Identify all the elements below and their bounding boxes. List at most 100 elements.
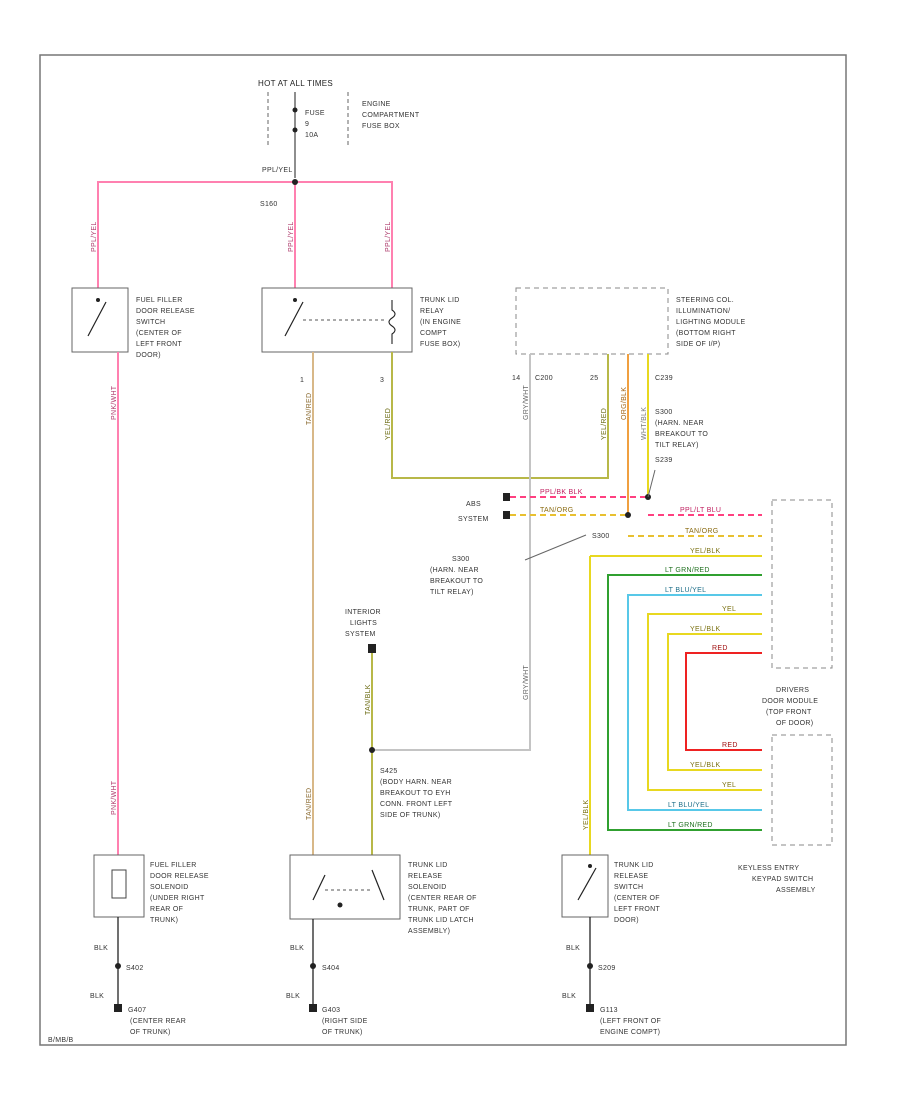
svg-text:OF TRUNK): OF TRUNK) bbox=[322, 1029, 363, 1036]
splice-s209-label: S209 bbox=[598, 965, 616, 972]
svg-text:SIDE OF I/P): SIDE OF I/P) bbox=[676, 341, 720, 348]
fuel-solenoid-box bbox=[93, 854, 145, 918]
svg-text:(IN ENGINE: (IN ENGINE bbox=[420, 319, 461, 326]
svg-text:BREAKOUT TO: BREAKOUT TO bbox=[655, 431, 708, 438]
wire-tanblk-label: TAN/BLK bbox=[365, 684, 372, 715]
abs-system-label: ABS SYSTEM bbox=[458, 501, 489, 523]
svg-text:(HARN. NEAR: (HARN. NEAR bbox=[655, 420, 704, 427]
wire-orgblk-vert: ORG/BLK bbox=[621, 387, 628, 420]
trunk-relay-coil bbox=[388, 300, 396, 344]
svg-text:TILT RELAY): TILT RELAY) bbox=[655, 442, 699, 449]
fusebox-label-3: FUSE BOX bbox=[362, 123, 400, 130]
interior-lights-label: INTERIOR LIGHTS SYSTEM bbox=[345, 609, 381, 638]
svg-text:LIGHTING MODULE: LIGHTING MODULE bbox=[676, 319, 745, 326]
wire-pplyel-2: PPL/YEL bbox=[288, 221, 295, 252]
wire-ylwred-1: YEL/RED bbox=[385, 408, 392, 440]
svg-text:REAR OF: REAR OF bbox=[150, 906, 183, 913]
wire-blk-trunk-2: BLK bbox=[286, 993, 300, 1000]
fuel-solenoid-label: FUEL FILLER DOOR RELEASE SOLENOID (UNDER… bbox=[150, 862, 209, 924]
svg-text:(LEFT FRONT OF: (LEFT FRONT OF bbox=[600, 1018, 661, 1025]
wire-red-top: RED bbox=[712, 645, 728, 652]
svg-text:TRUNK, PART OF: TRUNK, PART OF bbox=[408, 906, 470, 913]
wire-blk-fuel-1: BLK bbox=[94, 945, 108, 952]
steering-module-box bbox=[515, 287, 669, 355]
wire-tanred-1: TAN/RED bbox=[306, 393, 313, 425]
s300-left-leader bbox=[524, 534, 587, 561]
svg-text:G403: G403 bbox=[322, 1007, 340, 1014]
svg-text:OF DOOR): OF DOOR) bbox=[776, 720, 813, 727]
c200-pin-25: 25 bbox=[590, 375, 598, 382]
svg-text:G407: G407 bbox=[128, 1007, 146, 1014]
wire-ppl-bk-label: PPL/BK BLK bbox=[540, 489, 583, 496]
pink-bus bbox=[97, 181, 393, 288]
wire-ltgrn-top: LT GRN/RED bbox=[665, 567, 710, 574]
svg-text:RELAY: RELAY bbox=[420, 308, 444, 315]
wire-ltblu-loop bbox=[627, 594, 762, 811]
svg-text:(BODY HARN. NEAR: (BODY HARN. NEAR bbox=[380, 779, 452, 786]
wire-label-top: PPL/YEL bbox=[262, 167, 293, 174]
s300-right-leader bbox=[647, 469, 656, 498]
wire-yel-top: YEL bbox=[722, 606, 736, 613]
svg-text:S300: S300 bbox=[655, 409, 673, 416]
splice-abs-bottom bbox=[625, 512, 631, 518]
svg-text:(BOTTOM RIGHT: (BOTTOM RIGHT bbox=[676, 330, 736, 337]
trunk-switch-contact bbox=[577, 867, 597, 901]
s300-dot-label: S300 bbox=[592, 533, 610, 540]
fusebox-label-1: ENGINE bbox=[362, 101, 391, 108]
svg-text:DRIVERS: DRIVERS bbox=[776, 687, 809, 694]
interior-lights-connector bbox=[368, 644, 376, 653]
trunk-solenoid-dot bbox=[337, 902, 343, 908]
diagram-frame bbox=[39, 54, 847, 1046]
steering-module-label: STEERING COL. ILLUMINATION/ LIGHTING MOD… bbox=[676, 297, 745, 348]
splice-s404-dot bbox=[310, 963, 316, 969]
wire-ppl-ltblu-label: PPL/LT BLU bbox=[680, 507, 721, 514]
svg-text:ENGINE COMPT): ENGINE COMPT) bbox=[600, 1029, 660, 1036]
svg-text:S425: S425 bbox=[380, 768, 398, 775]
svg-text:(UNDER RIGHT: (UNDER RIGHT bbox=[150, 895, 205, 902]
fuse-terminal-top bbox=[292, 107, 298, 113]
svg-text:S239: S239 bbox=[655, 457, 673, 464]
wire-ltblu-top: LT BLU/YEL bbox=[665, 587, 706, 594]
svg-text:OF TRUNK): OF TRUNK) bbox=[130, 1029, 171, 1036]
s300-right-label: S300 (HARN. NEAR BREAKOUT TO TILT RELAY)… bbox=[655, 409, 708, 464]
svg-text:(HARN. NEAR: (HARN. NEAR bbox=[430, 567, 479, 574]
wire-tanred-2: TAN/RED bbox=[306, 788, 313, 820]
ground-g407-symbol bbox=[114, 1004, 122, 1012]
splice-s402-label: S402 bbox=[126, 965, 144, 972]
svg-text:SYSTEM: SYSTEM bbox=[458, 516, 489, 523]
drivers-door-module-box bbox=[771, 499, 833, 669]
relay-pin-1: 1 bbox=[300, 377, 304, 384]
wire-blk-switch-2: BLK bbox=[562, 993, 576, 1000]
trunk-solenoid-contact-a bbox=[312, 874, 326, 901]
svg-text:LEFT FRONT: LEFT FRONT bbox=[136, 341, 182, 348]
svg-text:ABS: ABS bbox=[466, 501, 481, 508]
svg-text:(CENTER REAR OF: (CENTER REAR OF bbox=[408, 895, 477, 902]
trunk-switch-box bbox=[561, 854, 609, 918]
splice-s160-label: S160 bbox=[260, 201, 278, 208]
wire-ylwblk-bot: YEL/BLK bbox=[690, 762, 721, 769]
svg-text:INTERIOR: INTERIOR bbox=[345, 609, 381, 616]
svg-text:TRUNK LID LATCH: TRUNK LID LATCH bbox=[408, 917, 474, 924]
wire-ylwblk-top: YEL/BLK bbox=[690, 626, 721, 633]
trunk-solenoid-label: TRUNK LID RELEASE SOLENOID (CENTER REAR … bbox=[408, 862, 477, 935]
svg-text:BREAKOUT TO: BREAKOUT TO bbox=[430, 578, 483, 585]
svg-text:COMPT: COMPT bbox=[420, 330, 447, 337]
splice-s425-dot bbox=[369, 747, 375, 753]
wire-gray-interior bbox=[372, 354, 531, 751]
fuse-label-3: 10A bbox=[305, 132, 318, 139]
svg-text:STEERING COL.: STEERING COL. bbox=[676, 297, 734, 304]
wire-ylwblk-loop bbox=[667, 633, 762, 771]
wire-relay-steering bbox=[391, 352, 609, 479]
wire-ltgrn-bot: LT GRN/RED bbox=[668, 822, 713, 829]
keypad-label: KEYLESS ENTRY KEYPAD SWITCH ASSEMBLY bbox=[738, 865, 815, 894]
trunk-relay-box bbox=[261, 287, 413, 353]
trunk-relay-pivot bbox=[293, 298, 297, 302]
svg-text:(CENTER OF: (CENTER OF bbox=[614, 895, 660, 902]
svg-text:LEFT FRONT: LEFT FRONT bbox=[614, 906, 660, 913]
fuse-label-2: 9 bbox=[305, 121, 309, 128]
splice-s209-dot bbox=[587, 963, 593, 969]
wire-grywht-2: GRY/WHT bbox=[523, 665, 530, 700]
wire-tanorg-label: TAN/ORG bbox=[540, 507, 573, 514]
wire-red-bot: RED bbox=[722, 742, 738, 749]
power-source-label: HOT AT ALL TIMES bbox=[258, 79, 333, 88]
